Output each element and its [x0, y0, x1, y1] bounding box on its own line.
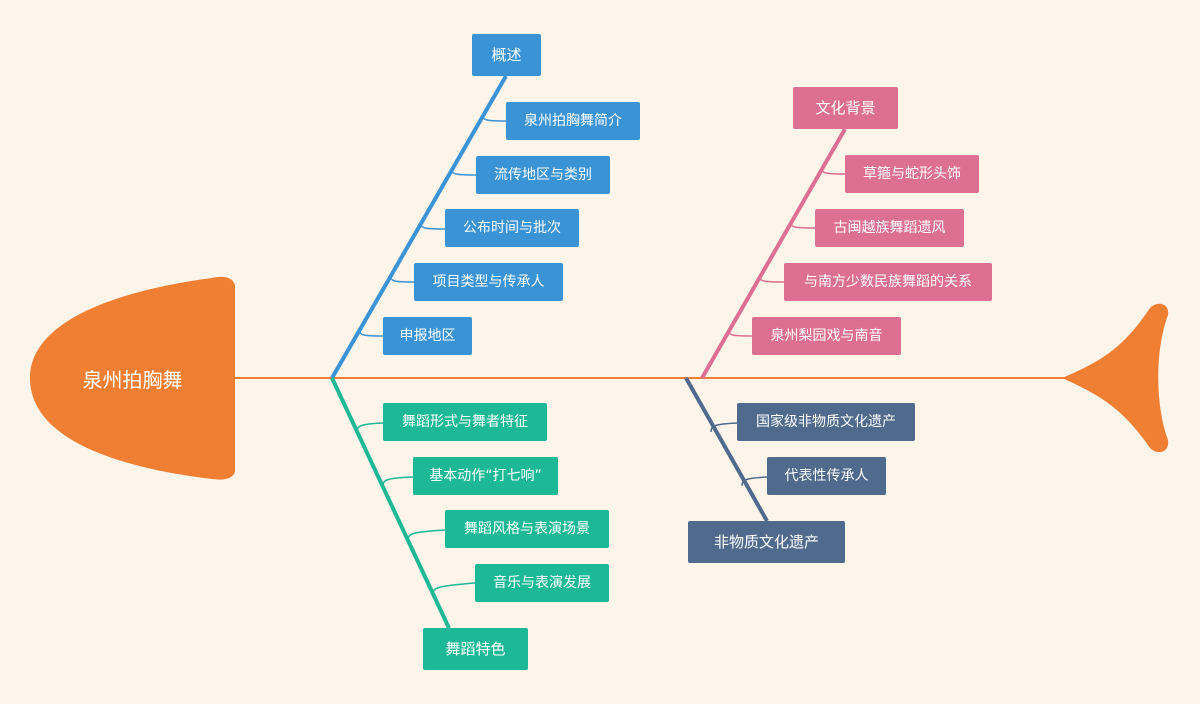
dance-item[interactable]: 基本动作“打七响”: [413, 457, 558, 495]
branch-culture-title[interactable]: 文化背景: [793, 87, 898, 129]
bone-dance: [330, 377, 451, 629]
bone-heritage: [684, 377, 769, 522]
heritage-item[interactable]: 国家级非物质文化遗产: [737, 403, 915, 441]
overview-item[interactable]: 流传地区与类别: [476, 156, 610, 194]
fish-head: [30, 276, 235, 480]
dance-item[interactable]: 舞蹈风格与表演场景: [445, 510, 609, 548]
branch-overview-title[interactable]: 概述: [472, 34, 541, 76]
culture-item[interactable]: 草箍与蛇形头饰: [845, 155, 979, 193]
culture-item[interactable]: 泉州梨园戏与南音: [752, 317, 901, 355]
dance-item[interactable]: 音乐与表演发展: [475, 564, 609, 602]
dance-item[interactable]: 舞蹈形式与舞者特征: [383, 403, 547, 441]
overview-item[interactable]: 公布时间与批次: [445, 209, 579, 247]
bone-culture: [700, 128, 847, 379]
fish-tail: [1062, 303, 1169, 453]
culture-item[interactable]: 古闽越族舞蹈遗风: [815, 209, 964, 247]
bone-overview: [330, 75, 508, 379]
overview-item[interactable]: 项目类型与传承人: [414, 263, 563, 301]
overview-item[interactable]: 泉州拍胸舞简介: [506, 102, 640, 140]
overview-item[interactable]: 申报地区: [383, 317, 472, 355]
central-topic[interactable]: 泉州拍胸舞: [82, 367, 183, 392]
culture-item[interactable]: 与南方少数民族舞蹈的关系: [784, 263, 992, 301]
heritage-item[interactable]: 代表性传承人: [767, 457, 886, 495]
branch-dance-title[interactable]: 舞蹈特色: [423, 628, 528, 670]
branch-heritage-title[interactable]: 非物质文化遗产: [688, 521, 845, 563]
